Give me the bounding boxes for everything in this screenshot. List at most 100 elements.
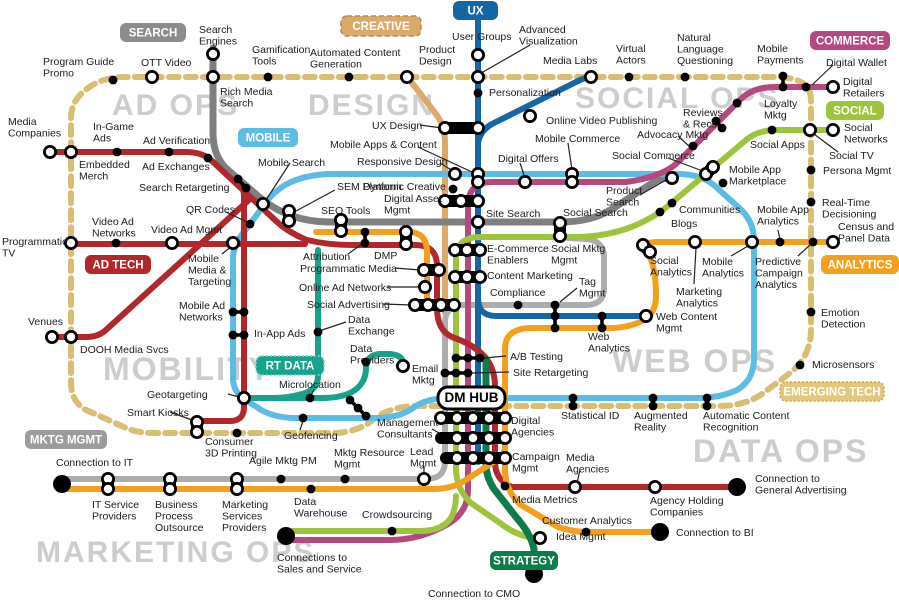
station-interchange — [470, 193, 485, 208]
svg-text:EMERGING TECH: EMERGING TECH — [783, 387, 880, 399]
station-label: Online Video Publishing — [546, 115, 657, 127]
station-interchange — [437, 193, 452, 208]
station-label: Social TV — [829, 150, 874, 162]
station-label: A/B Testing — [510, 351, 563, 363]
station-stop — [108, 75, 118, 85]
station-interchange — [162, 481, 177, 496]
station-interchange — [447, 242, 462, 257]
station-stop — [767, 125, 777, 135]
station-stop — [717, 123, 727, 133]
station-interchange — [43, 144, 58, 159]
station-stop — [648, 393, 658, 403]
station-interchange — [449, 450, 464, 465]
station-stop — [702, 393, 712, 403]
station-label: Statistical ID — [561, 410, 620, 422]
station-stop — [239, 330, 249, 340]
station-interchange — [447, 269, 462, 284]
station-interchange — [553, 215, 568, 230]
station-stop — [500, 481, 510, 491]
station-terminus — [277, 527, 295, 545]
station-stop — [475, 353, 485, 363]
station-stop — [313, 327, 323, 337]
station-label: Idea Mgmt — [556, 531, 606, 543]
station-interchange — [472, 269, 487, 284]
label-pointer-line — [299, 420, 304, 431]
station-stop — [513, 300, 523, 310]
station-interchange — [333, 223, 348, 238]
svg-text:COMMERCE: COMMERCE — [816, 36, 885, 48]
station-interchange — [470, 214, 485, 229]
station-label: Social Commerce — [612, 150, 695, 162]
transit-line-search — [209, 44, 678, 226]
station-label: Agile Mktg PM — [249, 455, 317, 467]
station-stop — [732, 98, 742, 108]
station-label: Ad Exchanges — [142, 161, 210, 173]
station-interchange — [470, 174, 485, 189]
station-label: Communities — [679, 204, 740, 216]
label-pointer-line — [482, 44, 531, 73]
station-stop — [239, 307, 249, 317]
station-label: Social Search — [563, 207, 628, 219]
station-stop — [624, 72, 634, 82]
svg-text:CREATIVE: CREATIVE — [352, 21, 410, 33]
station-stop — [241, 183, 251, 193]
region-label: DATA OPS — [693, 433, 868, 469]
station-interchange — [433, 410, 448, 425]
station-stop — [228, 307, 238, 317]
station-interchange — [523, 109, 538, 124]
line-badge-mobile: MOBILE — [238, 128, 298, 147]
station-interchange — [465, 430, 480, 445]
station-stop — [440, 368, 450, 378]
station-stop — [340, 474, 350, 484]
station-label: Smart Kiosks — [127, 407, 189, 419]
station-stop — [655, 207, 665, 217]
station-stop — [702, 401, 712, 411]
station-interchange — [225, 235, 240, 250]
station-interchange — [407, 297, 422, 312]
station-label: Site Retargeting — [513, 367, 588, 379]
station-label: Online Ad Networks — [299, 282, 391, 294]
label-pointer-line — [797, 243, 812, 257]
station-stop — [276, 474, 286, 484]
station-interchange — [584, 70, 599, 85]
station-interchange — [399, 70, 414, 85]
station-interchange — [706, 159, 721, 174]
station-label: SEM Platform — [337, 181, 402, 193]
station-interchange — [437, 121, 452, 136]
station-interchange — [826, 123, 841, 138]
station-interchange — [447, 166, 462, 181]
label-pointer-line — [677, 135, 691, 148]
station-interchange — [446, 297, 461, 312]
station-stop — [688, 141, 698, 151]
station-stop — [795, 360, 805, 370]
station-stop — [473, 88, 483, 98]
station-stop — [568, 401, 578, 411]
station-interchange — [164, 235, 179, 250]
